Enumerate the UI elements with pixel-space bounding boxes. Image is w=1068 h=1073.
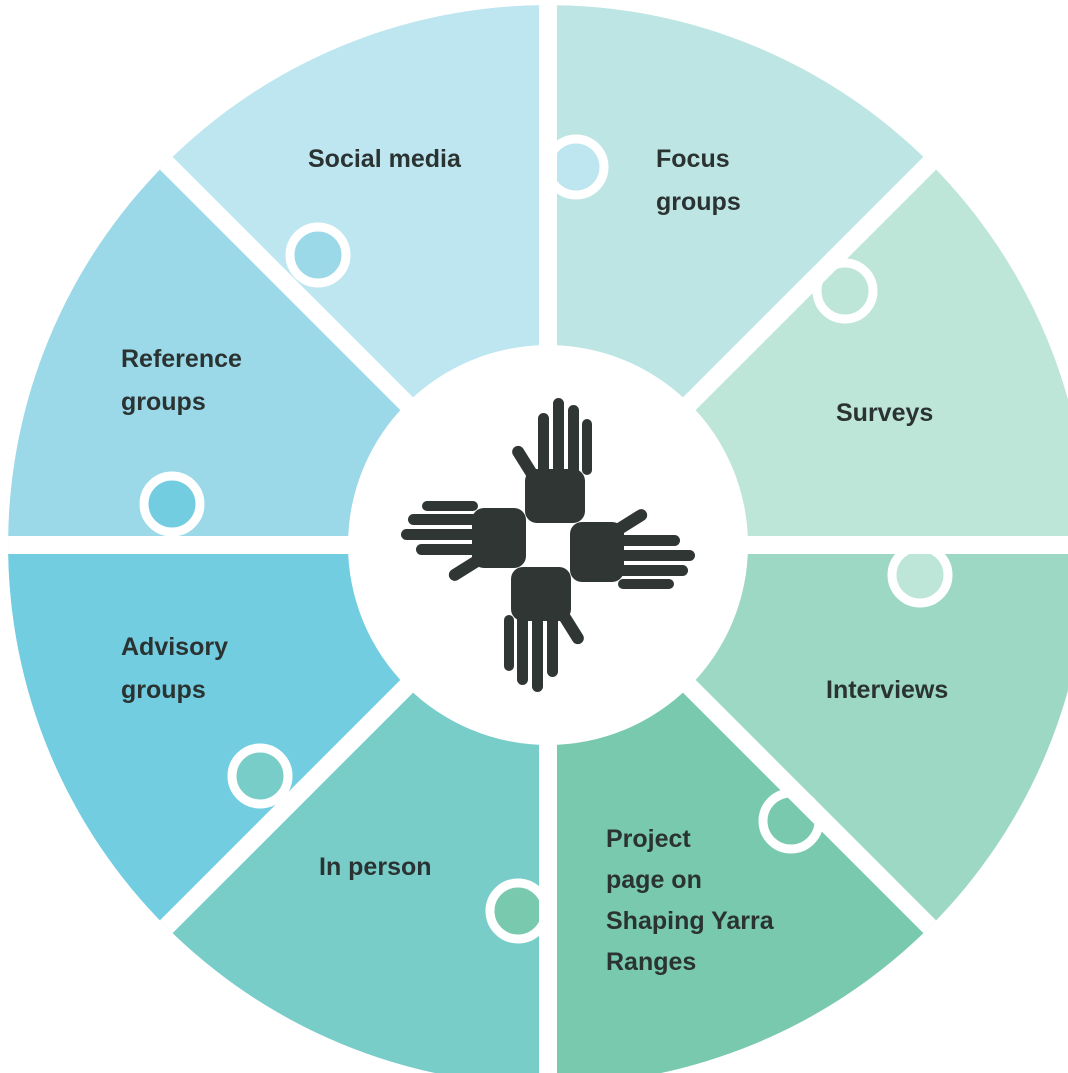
center-hub (348, 345, 748, 745)
label-surveys: Surveys (836, 399, 933, 427)
label-line: Social media (308, 145, 462, 173)
label-line: Ranges (606, 948, 696, 976)
puzzle-tab-outline (285, 222, 351, 288)
label-line: Focus (656, 145, 730, 173)
puzzle-tab-outline (485, 878, 551, 944)
label-line: In person (319, 853, 432, 881)
label-line: Shaping Yarra (606, 907, 775, 935)
four-hands-icon (401, 398, 695, 692)
label-interviews: Interviews (826, 676, 948, 704)
label-project-page: Project page on Shaping Yarra Ranges (606, 825, 781, 976)
puzzle-tab-outline (227, 743, 293, 809)
puzzle-tab-outline (758, 788, 824, 854)
label-line: Reference (121, 345, 242, 373)
puzzle-tab-inperson-advisory (236, 752, 284, 800)
puzzle-tab-surveys-interviews (896, 551, 944, 599)
puzzle-tab-reference-advisory (148, 480, 196, 528)
label-line: page on (606, 866, 702, 894)
label-line: groups (121, 676, 206, 704)
puzzle-tab-focus-surveys (821, 267, 869, 315)
label-line: groups (656, 188, 741, 216)
label-line: Advisory (121, 633, 228, 661)
label-line: groups (121, 388, 206, 416)
puzzle-tab-outline (887, 542, 953, 608)
puzzle-tab-outline (139, 471, 205, 537)
puzzle-tab-outline (812, 258, 878, 324)
hand-icon (512, 398, 592, 523)
puzzle-tab-social-focus (552, 143, 600, 191)
label-social-media: Social media (308, 145, 462, 173)
puzzle-tab-project-inperson (494, 887, 542, 935)
label-focus-groups: Focus groups (656, 145, 741, 216)
puzzle-tab-outline (543, 134, 609, 200)
puzzle-tab-social-reference (294, 231, 342, 279)
label-line: Project (606, 825, 691, 853)
label-reference-groups: Reference groups (121, 345, 249, 416)
puzzle-tab-outlines (139, 134, 953, 944)
label-in-person: In person (319, 853, 432, 881)
label-line: Surveys (836, 399, 933, 427)
label-advisory-groups: Advisory groups (121, 633, 235, 704)
label-line: Interviews (826, 676, 948, 704)
